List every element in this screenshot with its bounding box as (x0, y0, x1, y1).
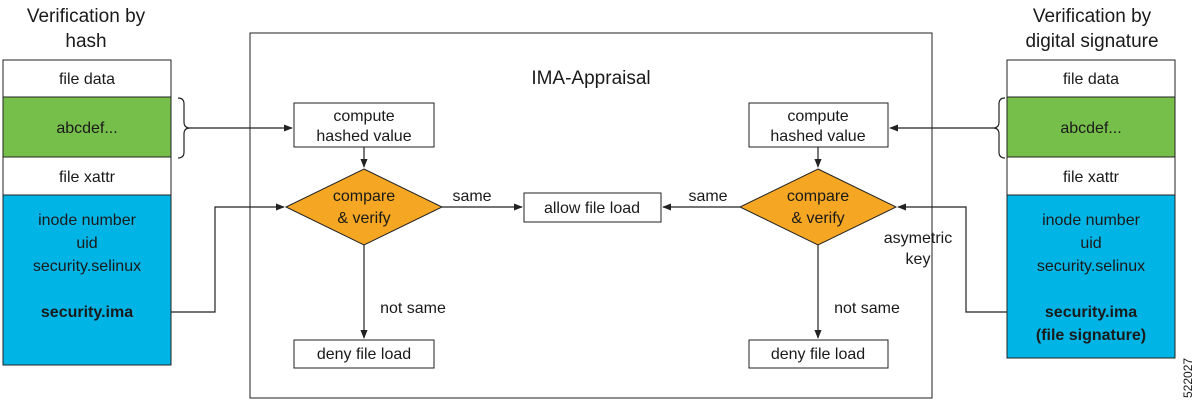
right-not-same-label: not same (834, 300, 900, 317)
right-file-xattr-label: file xattr (1063, 169, 1120, 186)
right-compute-line1: compute (787, 108, 848, 125)
center-frame-border (249, 32, 933, 399)
left-deny-box (293, 339, 435, 369)
left-compute-line1: compute (333, 108, 394, 125)
right-attr-selinux: security.selinux (1037, 258, 1145, 275)
left-decision-line1: compare (333, 188, 395, 205)
left-decision-line2: & verify (337, 210, 390, 227)
left-attr-security-ima: security.ima (41, 304, 133, 321)
left-file-data-label: file data (59, 71, 115, 88)
left-file-xattr-box (2, 156, 172, 196)
right-title-line2: digital signature (1025, 31, 1158, 52)
right-deny-box (748, 339, 889, 369)
right-deny-label: deny file load (771, 346, 865, 363)
left-content-box (2, 96, 172, 158)
right-attr-security-ima: security.ima (1045, 304, 1137, 321)
right-file-data-label: file data (1063, 71, 1119, 88)
left-compute-box (293, 102, 435, 148)
arrow-left-security-ima-to-decision (171, 203, 285, 313)
right-attributes-box (1006, 194, 1176, 359)
left-attr-inode: inode number (38, 212, 137, 229)
right-brace (992, 97, 1006, 159)
left-content-label: abcdef... (56, 120, 117, 137)
figure-id: 522027 (1181, 358, 1195, 398)
key-label-line2: key (906, 251, 931, 268)
right-same-label: same (688, 188, 727, 205)
right-decision-diamond (738, 168, 898, 246)
right-compute-line2: hashed value (770, 128, 865, 145)
left-compute-line2: hashed value (316, 128, 411, 145)
right-attr-file-signature: (file signature) (1036, 327, 1146, 344)
connectors (171, 124, 1007, 339)
left-file-data-box (2, 59, 172, 98)
left-file-xattr-label: file xattr (59, 169, 116, 186)
left-attr-uid: uid (76, 235, 97, 252)
left-attr-selinux: security.selinux (33, 258, 141, 275)
right-content-box (1006, 96, 1176, 158)
center-title: IMA-Appraisal (531, 68, 650, 89)
right-attr-inode: inode number (1042, 212, 1141, 229)
allow-file-load-box (523, 192, 662, 223)
left-attributes-box (2, 194, 172, 366)
left-title-line2: hash (65, 31, 106, 52)
left-not-same-label: not same (380, 300, 446, 317)
right-decision-line2: & verify (791, 210, 844, 227)
left-brace (177, 97, 191, 159)
left-decision-diamond (284, 168, 444, 246)
right-stack: Verification by digital signature file d… (992, 6, 1176, 359)
left-stack: Verification by hash file data abcdef...… (2, 6, 191, 366)
right-decision-line1: compare (787, 188, 849, 205)
right-attr-uid: uid (1080, 235, 1101, 252)
allow-file-load-label: allow file load (544, 200, 640, 217)
left-title-line1: Verification by (27, 6, 146, 27)
right-compute-box (748, 102, 889, 148)
arrow-right-security-ima-to-decision (897, 203, 1007, 313)
left-deny-label: deny file load (317, 346, 411, 363)
ima-appraisal-frame: IMA-Appraisal compute hashed value compu… (249, 32, 952, 399)
right-title-line1: Verification by (1033, 6, 1152, 27)
key-label-line1: asymetric (884, 230, 952, 247)
right-content-label: abcdef... (1060, 120, 1121, 137)
left-same-label: same (452, 188, 491, 205)
